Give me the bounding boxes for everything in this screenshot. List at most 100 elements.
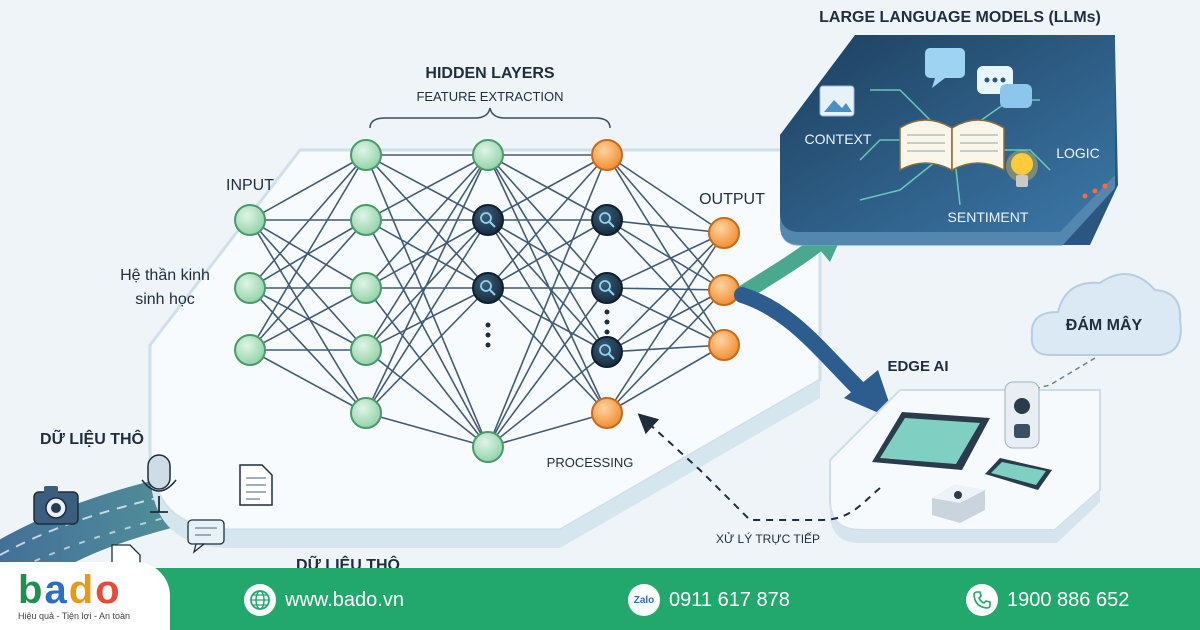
- zalo-icon-text: Zalo: [633, 594, 655, 606]
- edge-ai-label: EDGE AI: [887, 358, 948, 375]
- arrow-to-edge: [734, 287, 868, 398]
- cloud-label: ĐÁM MÂY: [1066, 315, 1143, 334]
- logo-panel: [0, 562, 170, 630]
- network-connection: [487, 219, 608, 448]
- website-contact[interactable]: www.bado.vn: [244, 583, 404, 617]
- network-connection: [487, 219, 608, 289]
- logo-letter: b: [18, 568, 45, 612]
- website-link[interactable]: www.bado.vn: [285, 588, 404, 611]
- network-node: [350, 139, 382, 171]
- hidden-layers-brace: [369, 107, 611, 129]
- network-connection: [249, 219, 367, 414]
- llm-context-label: CONTEXT: [805, 131, 872, 147]
- network-connection: [249, 154, 367, 351]
- llm-platform: CONTEXT LOGIC SENTIMENT: [780, 35, 1118, 246]
- network-connection: [365, 219, 489, 414]
- logo-letter: a: [44, 568, 69, 612]
- zalo-phone[interactable]: 0911 617 878: [669, 588, 790, 611]
- network-connection: [487, 154, 608, 414]
- magnifier-icon: [599, 280, 611, 292]
- network-connection: [606, 344, 725, 414]
- network-node: [591, 336, 623, 368]
- network-nodes: [234, 139, 740, 463]
- raw-data-label: DỮ LIỆU THÔ: [40, 428, 144, 448]
- zalo-icon: Zalo: [628, 584, 660, 616]
- chat-bubble-icon: [925, 48, 965, 78]
- network-connection: [606, 287, 725, 291]
- network-connection: [606, 154, 725, 291]
- network-connection: [249, 154, 367, 221]
- network-connection: [606, 154, 725, 346]
- zalo-contact[interactable]: Zalo 0911 617 878: [628, 583, 790, 617]
- edge-ai-platform: [829, 381, 1101, 543]
- edge-box-icon: [932, 485, 985, 523]
- network-node: [234, 272, 266, 304]
- network-node: [591, 272, 623, 304]
- network-connection: [606, 219, 725, 346]
- microphone-icon: [141, 454, 177, 513]
- network-connection: [365, 154, 489, 289]
- network-connection: [487, 154, 608, 448]
- network-connection: [487, 287, 608, 414]
- network-connection: [365, 154, 489, 221]
- network-connection: [365, 287, 489, 414]
- hotline-phone[interactable]: 1900 886 652: [1007, 588, 1130, 611]
- feature-extraction-label: FEATURE EXTRACTION: [416, 89, 563, 104]
- llm-logic-label: LOGIC: [1056, 145, 1100, 161]
- network-connection: [365, 287, 489, 448]
- network-connection: [606, 344, 725, 353]
- network-node: [708, 217, 740, 249]
- smart-speaker-icon: [1004, 381, 1040, 449]
- magnifier-icon: [599, 344, 611, 356]
- network-connection: [606, 232, 725, 353]
- layer-ellipsis: [485, 309, 610, 348]
- hotline-contact[interactable]: 1900 886 652: [966, 583, 1129, 617]
- brand-logo[interactable]: bado: [18, 568, 122, 613]
- network-node: [591, 397, 623, 429]
- brand-tagline: Hiệu quả - Tiện lợi - An toàn: [18, 611, 130, 621]
- llm-title: LARGE LANGUAGE MODELS (LLMs): [819, 9, 1101, 26]
- input-label: INPUT: [226, 177, 274, 194]
- network-node: [350, 272, 382, 304]
- logo-letter: o: [95, 568, 122, 612]
- phone-icon: [966, 584, 998, 616]
- output-label: OUTPUT: [699, 191, 765, 208]
- network-connection: [249, 349, 367, 414]
- network-node: [350, 397, 382, 429]
- network-connection: [606, 232, 725, 414]
- network-connection: [365, 287, 489, 351]
- network-node: [350, 334, 382, 366]
- network-node: [472, 272, 504, 304]
- biological-neural-label-line1: Hệ thần kinh: [120, 267, 210, 284]
- network-connection: [365, 412, 489, 448]
- network-connections: [249, 154, 725, 448]
- arrow-to-llm: [737, 234, 828, 300]
- document-icon: [239, 464, 273, 506]
- network-node: [472, 139, 504, 171]
- network-connection: [249, 219, 367, 351]
- network-connection: [365, 219, 489, 448]
- magnifier-icon: [480, 212, 492, 224]
- book-icon: [899, 119, 1005, 172]
- network-node: [472, 431, 504, 463]
- network-connection: [487, 154, 608, 221]
- processing-label: PROCESSING: [547, 455, 634, 470]
- network-connection: [487, 154, 608, 289]
- network-node: [708, 274, 740, 306]
- network-connection: [365, 154, 489, 351]
- footer-bar: [0, 568, 1200, 630]
- network-connection: [606, 219, 725, 291]
- network-node: [350, 204, 382, 236]
- network-connection: [606, 232, 725, 289]
- network-connection: [606, 287, 725, 346]
- network-connection: [606, 219, 725, 234]
- phone-icon-device: [985, 458, 1052, 490]
- magnifier-icon: [599, 212, 611, 224]
- logo-letter: d: [68, 568, 96, 612]
- cloud-icon: [1030, 273, 1182, 356]
- network-connection: [365, 349, 489, 448]
- network-node: [234, 334, 266, 366]
- llm-sentiment-label: SENTIMENT: [948, 209, 1029, 225]
